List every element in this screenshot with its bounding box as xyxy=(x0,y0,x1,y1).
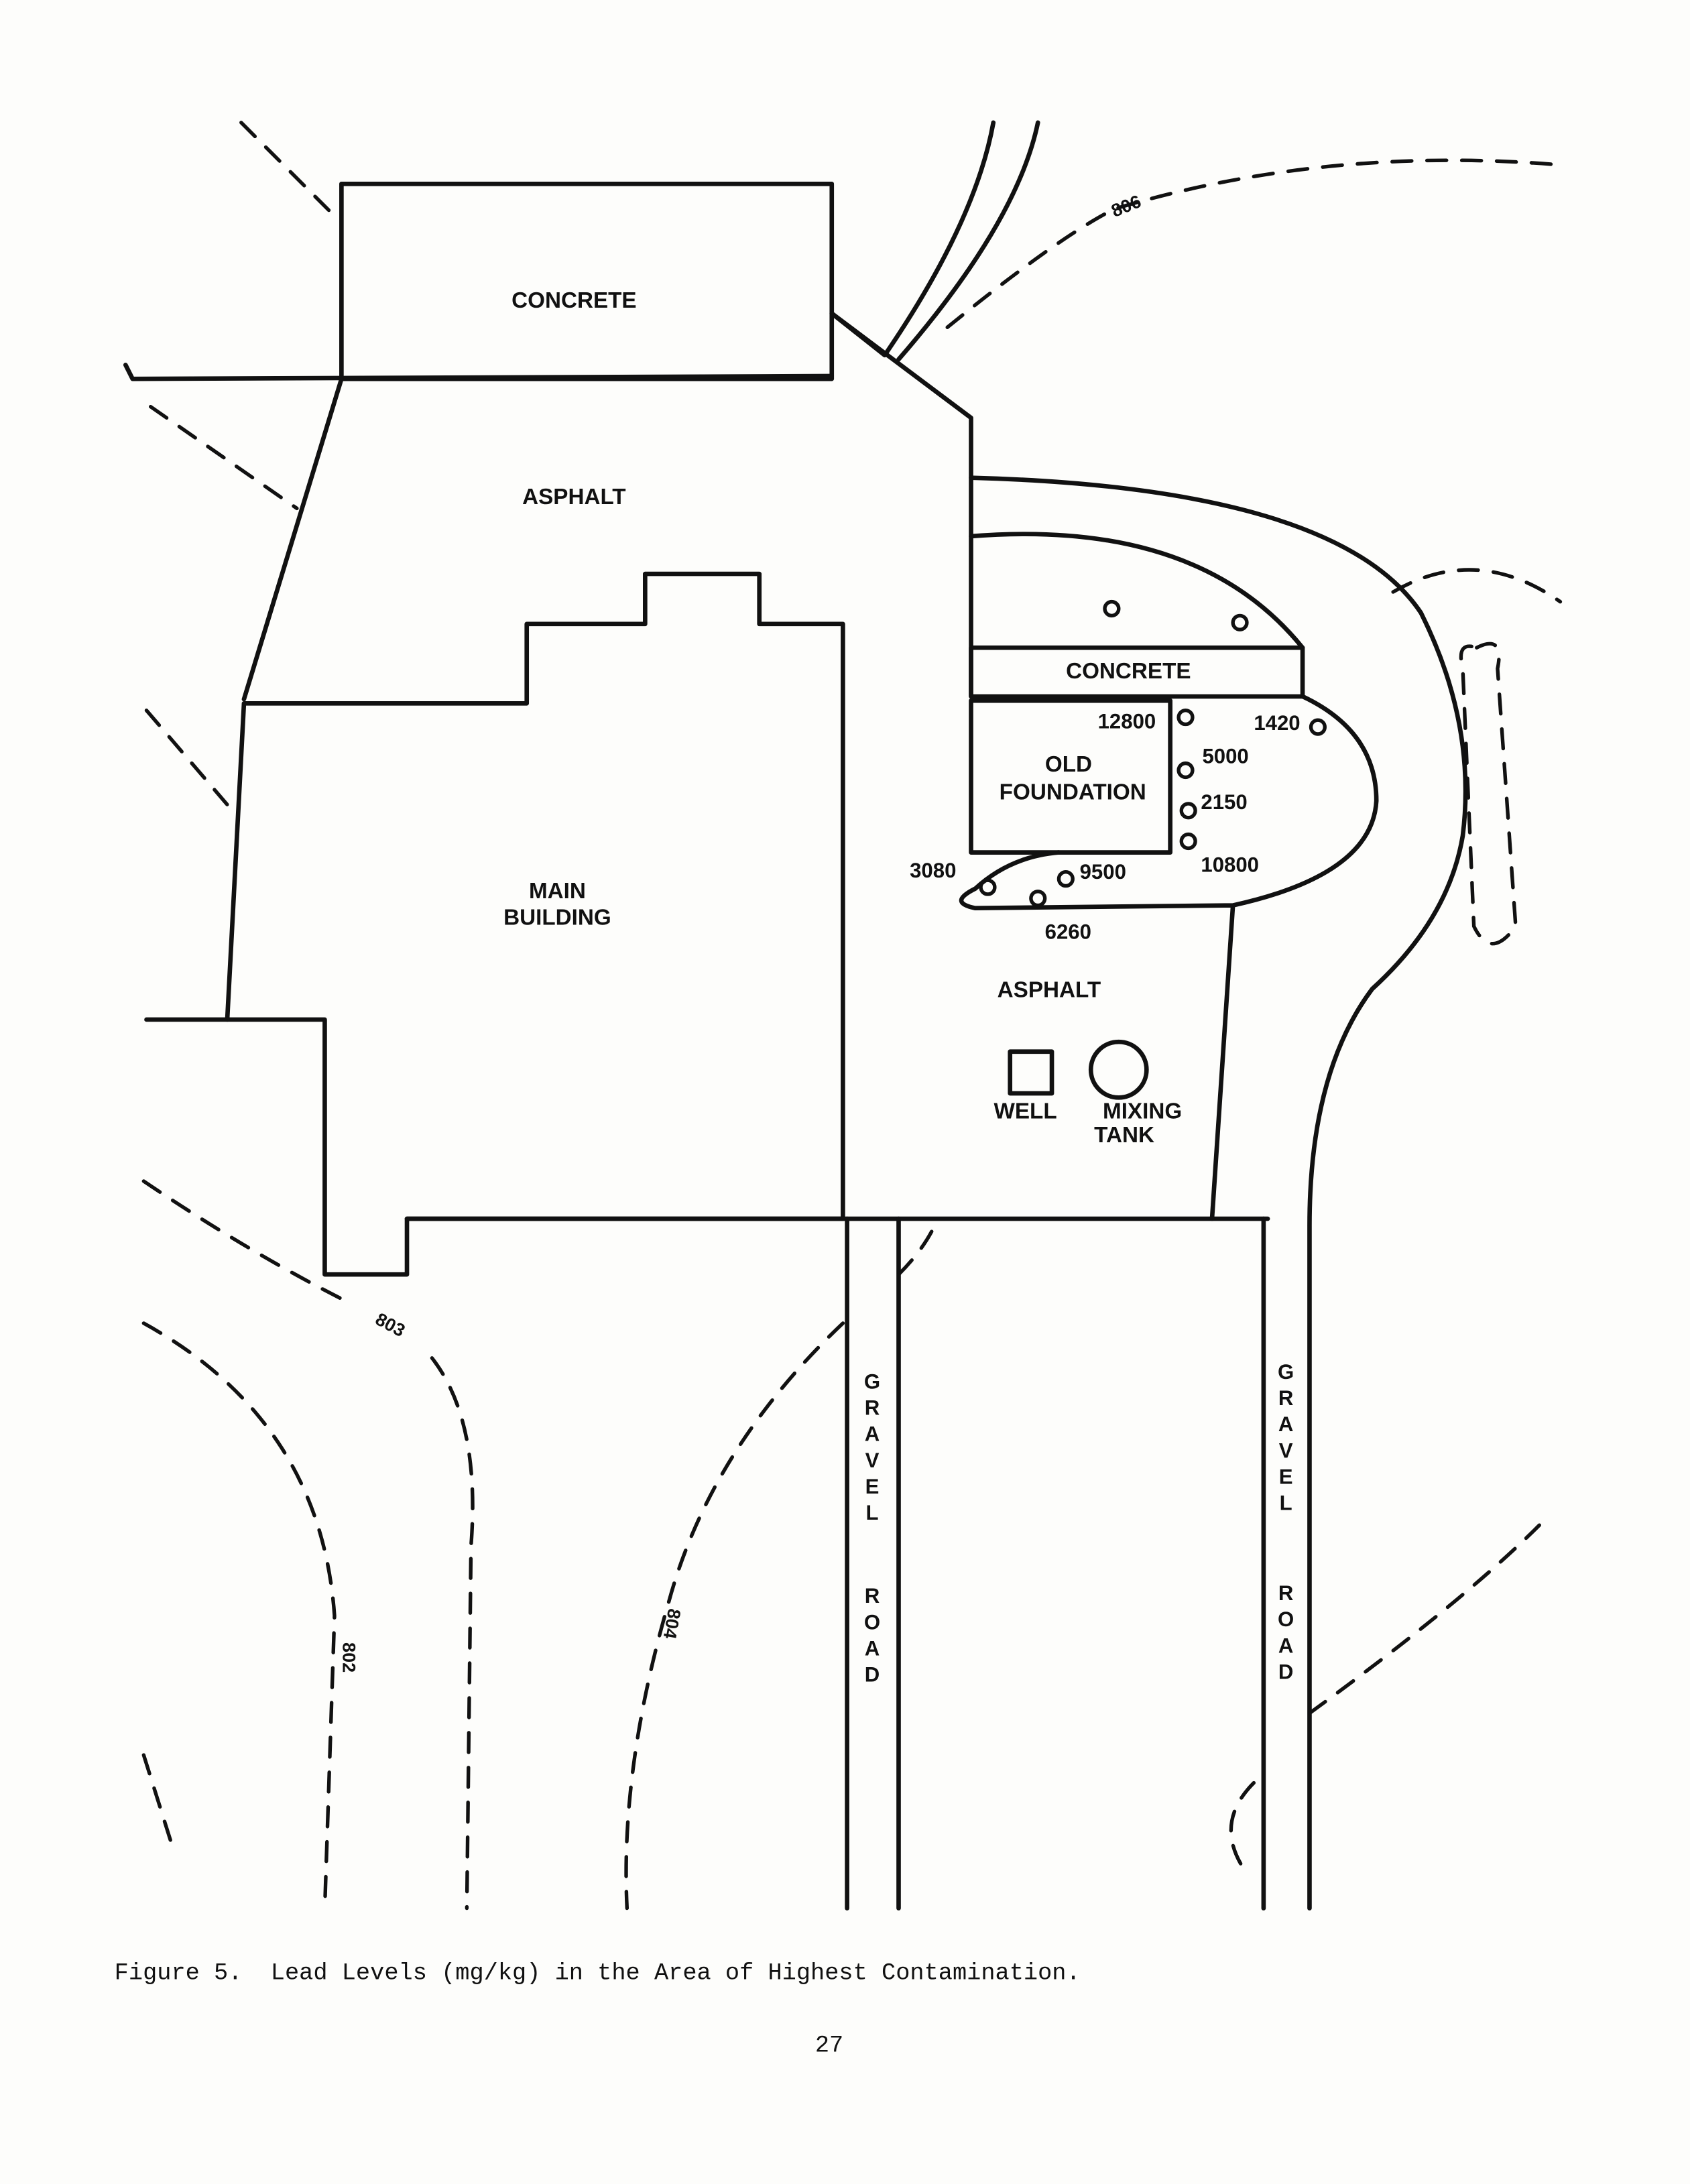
sample-value-1420: 1420 xyxy=(1254,711,1300,735)
sample-value-5000: 5000 xyxy=(1202,745,1248,768)
gravel-road-west xyxy=(845,1216,901,1910)
contour-802 xyxy=(141,1321,337,1910)
contour-sw xyxy=(141,1753,176,1855)
svg-text:ROAD: ROAD xyxy=(861,1584,884,1689)
sample-value-10800: 10800 xyxy=(1201,853,1259,877)
label-old-foundation-1: OLD xyxy=(1045,752,1092,777)
contour-east xyxy=(1307,1523,1541,1715)
old-foundation-outline xyxy=(969,698,1172,855)
contour-northwest-2 xyxy=(149,405,299,511)
boundary-line-west xyxy=(123,363,835,381)
sample-value-3080: 3080 xyxy=(910,859,956,882)
label-well: WELL xyxy=(994,1099,1057,1124)
contour-west xyxy=(144,708,232,810)
sample-point-1420 xyxy=(1309,718,1327,736)
concrete-strip-outline xyxy=(969,645,1305,699)
contour-label-804: 804 xyxy=(660,1607,684,1640)
contour-east-small xyxy=(1229,1780,1256,1876)
label-old-foundation-2: FOUNDATION xyxy=(1000,780,1146,805)
sample-value-2150: 2150 xyxy=(1201,790,1247,814)
figure-caption: Figure 5. Lead Levels (mg/kg) in the Are… xyxy=(115,1960,1081,1987)
sample-value-9500: 9500 xyxy=(1080,860,1126,884)
contour-label-806: 806 xyxy=(1108,191,1144,221)
contour-806 xyxy=(945,158,1555,329)
sample-value-12800: 12800 xyxy=(1098,710,1156,733)
sample-point-3080 xyxy=(979,878,997,896)
main-building-outline xyxy=(225,571,845,1277)
label-main-building-2: BUILDING xyxy=(503,906,611,930)
sample-point-10800 xyxy=(1179,832,1197,851)
creek-lines xyxy=(829,120,1040,362)
road-label-west: GRAVEL ROAD xyxy=(861,1370,884,1689)
contour-804 xyxy=(624,1217,940,1910)
mixing-tank-icon xyxy=(1088,1039,1149,1100)
label-concrete-top: CONCRETE xyxy=(511,288,637,313)
contour-label-802: 802 xyxy=(339,1642,359,1673)
label-main-building-1: MAIN xyxy=(529,879,586,904)
contour-label-803: 803 xyxy=(372,1309,408,1341)
sample-point-5000 xyxy=(1176,761,1195,780)
sample-point-6260 xyxy=(1029,890,1047,908)
svg-text:GRAVEL: GRAVEL xyxy=(1274,1360,1298,1518)
sample-point-2150 xyxy=(1179,802,1197,820)
contaminated-lobe-outline xyxy=(959,532,1379,1221)
concrete-top-outline xyxy=(339,181,835,381)
contour-northwest-1 xyxy=(239,121,337,218)
label-concrete-strip: CONCRETE xyxy=(1066,659,1191,684)
contour-east-loop xyxy=(1391,568,1563,604)
label-mixing-tank-2: TANK xyxy=(1094,1123,1154,1148)
road-label-east: GRAVEL ROAD xyxy=(1274,1360,1298,1687)
sample-value-6260: 6260 xyxy=(1045,920,1091,943)
contour-ditch xyxy=(1459,642,1518,946)
label-asphalt-lower: ASPHALT xyxy=(998,978,1101,1003)
svg-text:ROAD: ROAD xyxy=(1274,1581,1298,1687)
svg-text:GRAVEL: GRAVEL xyxy=(861,1370,884,1527)
sample-point-9500 xyxy=(1057,870,1075,888)
sample-point-12800 xyxy=(1176,708,1195,727)
label-mixing-tank-1: MIXING xyxy=(1103,1099,1182,1124)
sample-point xyxy=(1103,599,1121,618)
well-icon xyxy=(1008,1049,1054,1096)
label-asphalt-top: ASPHALT xyxy=(522,485,625,509)
contour-803 xyxy=(141,1179,475,1910)
sample-point xyxy=(1231,613,1249,631)
page-number: 27 xyxy=(815,2033,843,2059)
outer-drive-curve xyxy=(969,475,1468,1910)
